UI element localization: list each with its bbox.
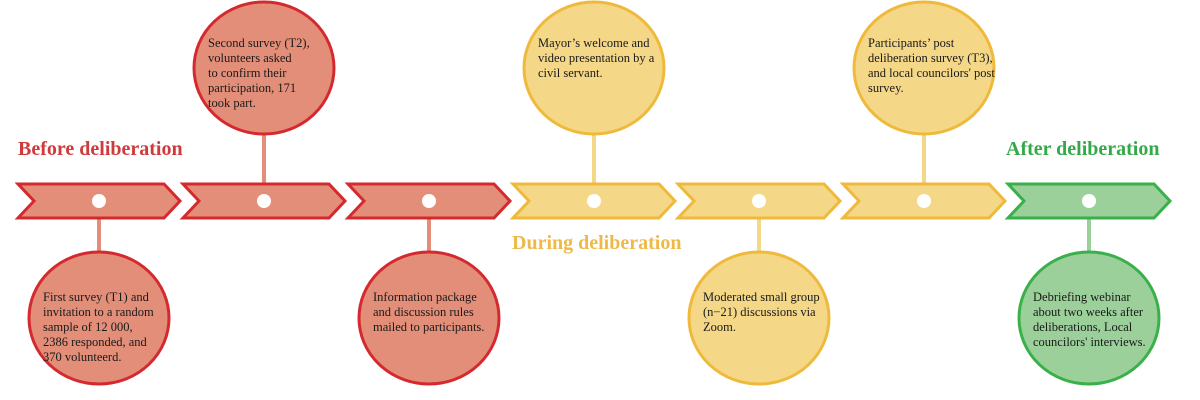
event-description-line: Second survey (T2),: [208, 36, 310, 50]
event-description-line: First survey (T1) and: [43, 290, 149, 304]
event-description: Moderated small group(n−21) discussions …: [703, 290, 833, 335]
event-description-line: deliberations, Local: [1033, 320, 1133, 334]
phase-label-after: After deliberation: [1006, 138, 1160, 160]
event-description-line: 2386 responded, and: [43, 335, 147, 349]
event-description-line: took part.: [208, 96, 256, 110]
event-description-line: Debriefing webinar: [1033, 290, 1131, 304]
event-description-line: deliberation survey (T3),: [868, 51, 993, 65]
timeline-dot: [1082, 194, 1096, 208]
event-bubble: [192, 0, 336, 136]
event-description-line: video presentation by a: [538, 51, 655, 65]
event-description-line: (n−21) discussions via: [703, 305, 816, 319]
event-description-line: Moderated small group: [703, 290, 820, 304]
event-description-line: sample of 12 000,: [43, 320, 133, 334]
timeline-dot: [422, 194, 436, 208]
timeline-dot: [257, 194, 271, 208]
event-bubble: [687, 250, 831, 386]
event-description-line: volunteers asked: [208, 51, 292, 65]
phase-label-during: During deliberation: [512, 232, 682, 254]
event-description-line: Mayor’s welcome and: [538, 36, 650, 50]
event-description-line: Participants’ post: [868, 36, 955, 50]
event-description-line: invitation to a random: [43, 305, 154, 319]
event-description-line: 370 volunteerd.: [43, 350, 122, 364]
event-description-line: survey.: [868, 81, 904, 95]
event-description-line: Zoom.: [703, 320, 736, 334]
event-description-line: to confirm their: [208, 66, 287, 80]
timeline-dot: [587, 194, 601, 208]
event-description-line: Information package: [373, 290, 477, 304]
event-bubble: [27, 250, 171, 386]
event-description-line: and discussion rules: [373, 305, 474, 319]
timeline-dot: [752, 194, 766, 208]
event-bubble: [357, 250, 501, 386]
event-description-line: participation, 171: [208, 81, 297, 95]
timeline-dot: [92, 194, 106, 208]
timeline-dot: [917, 194, 931, 208]
event-description-line: civil servant.: [538, 66, 603, 80]
event-bubble: [1017, 250, 1161, 386]
event-description-line: mailed to participants.: [373, 320, 485, 334]
event-bubble: [522, 0, 666, 136]
event-description-line: and local councilors' post: [868, 66, 995, 80]
event-bubble: [852, 0, 996, 136]
phase-label-before: Before deliberation: [18, 138, 183, 160]
event-description-line: about two weeks after: [1033, 305, 1144, 319]
event-description-line: councilors' interviews.: [1033, 335, 1146, 349]
